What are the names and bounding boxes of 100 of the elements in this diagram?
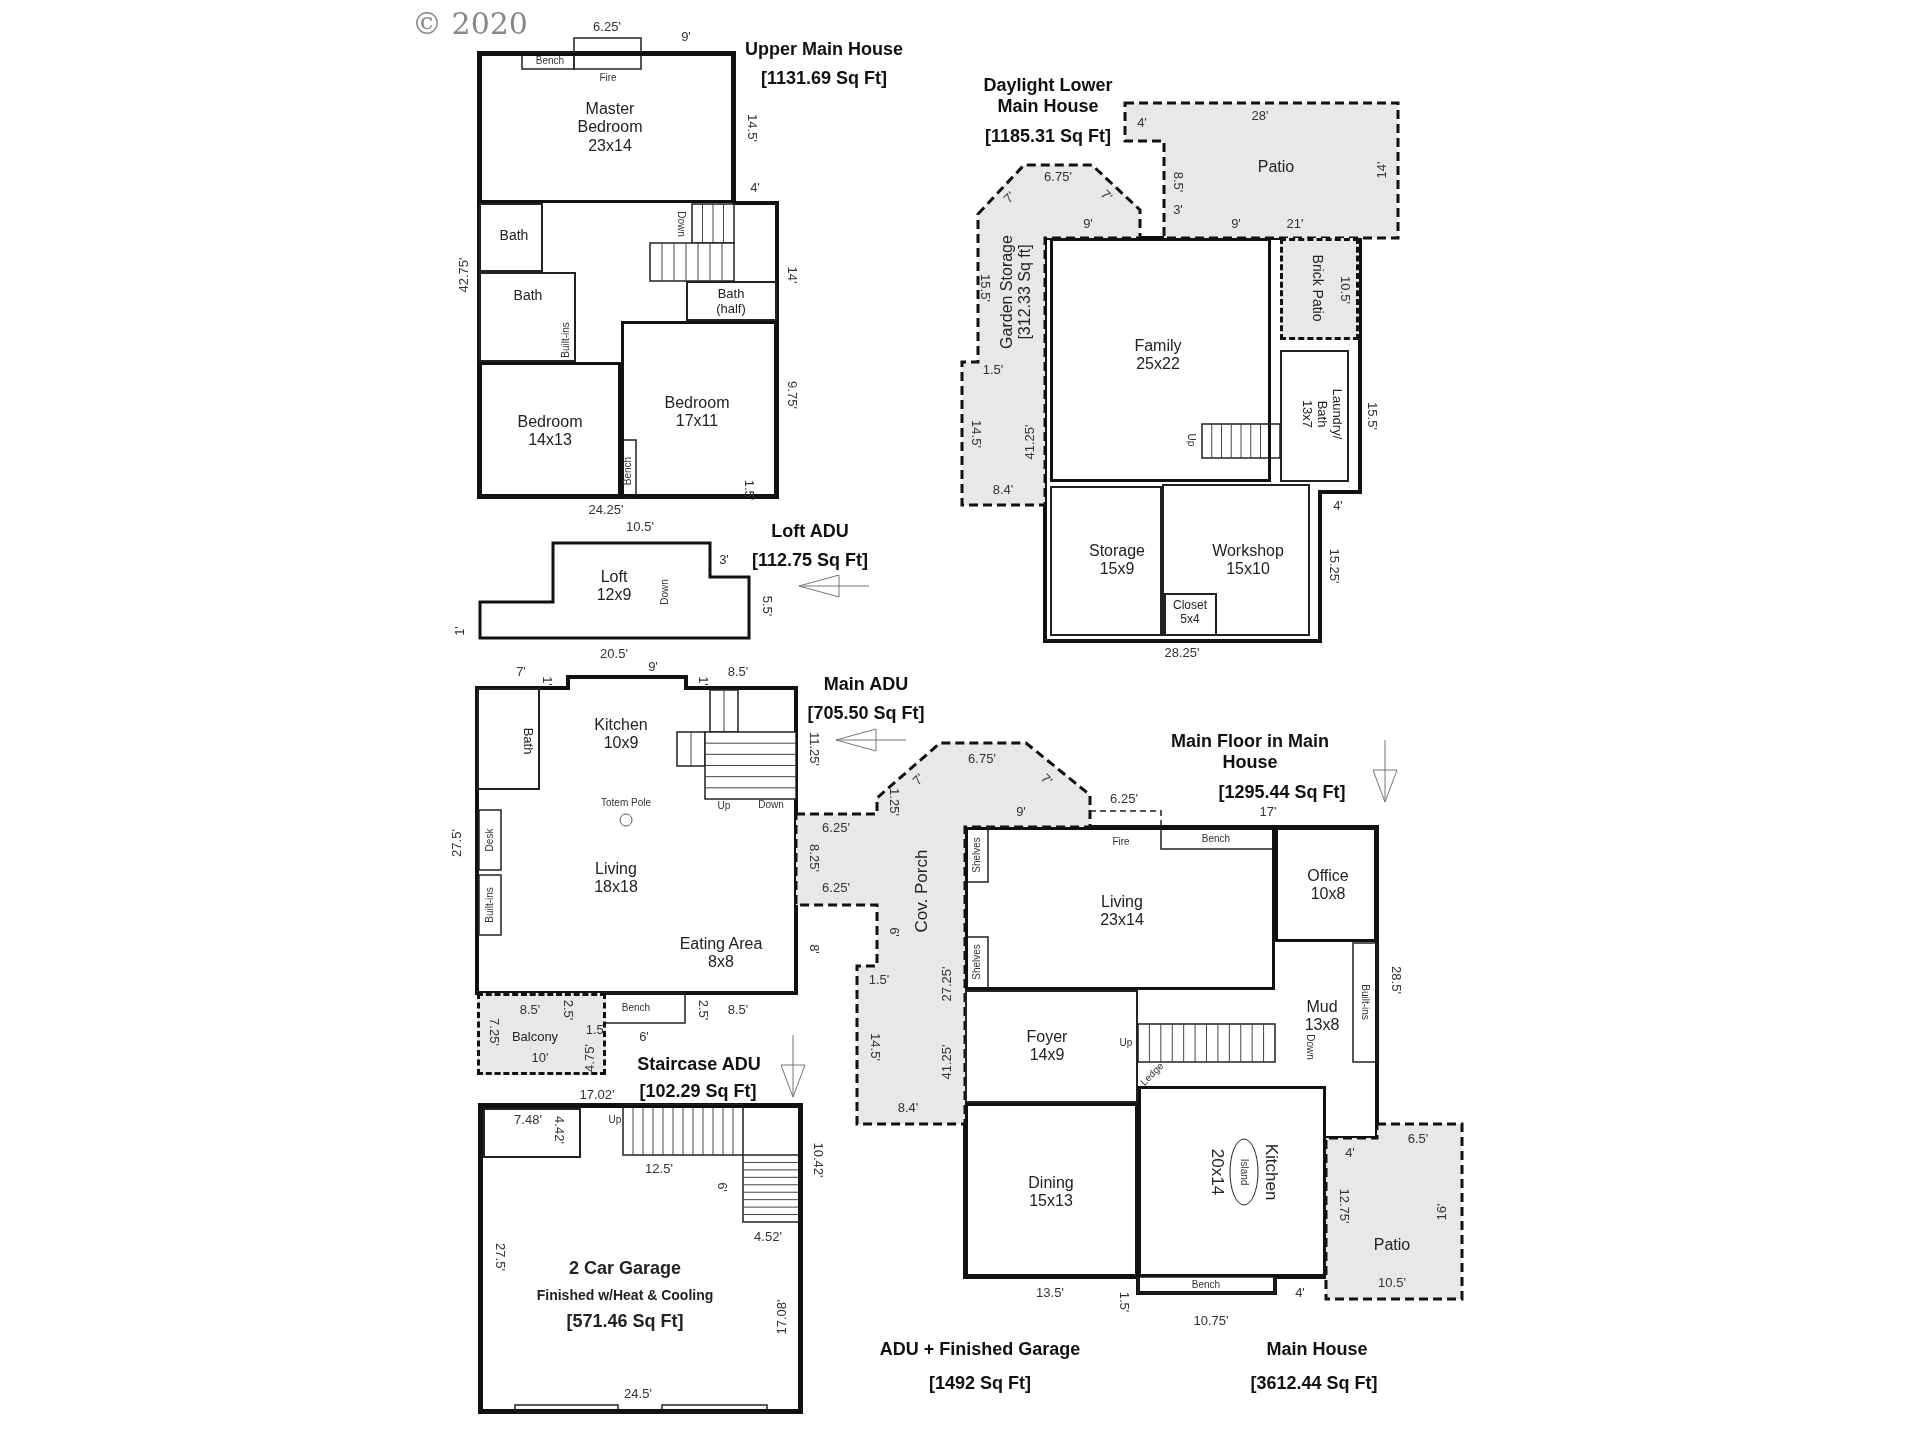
dimension-label: 10.5' — [1378, 1275, 1406, 1291]
room-label: Bedroom 14x13 — [516, 412, 584, 450]
dimension-label: 2.5' — [695, 999, 711, 1021]
dimension-label: 6.75' — [968, 751, 996, 767]
floor-heading: Upper Main House — [745, 38, 903, 60]
room — [479, 203, 543, 272]
dimension-label: 41.25' — [939, 1044, 955, 1080]
dimension-label: 7' — [1097, 187, 1115, 205]
dimension-label: 7.48' — [514, 1112, 542, 1128]
outdoor-area — [1125, 103, 1398, 238]
fixture-label: Bench — [1191, 1279, 1221, 1291]
dimension-label: 9' — [1016, 804, 1026, 820]
floor-heading: ADU + Finished Garage — [879, 1338, 1081, 1360]
room — [965, 827, 1275, 990]
room — [477, 688, 540, 790]
room-label: Bath — [499, 226, 529, 244]
dimension-label: 6' — [639, 1029, 649, 1045]
outdoor-area — [1326, 1124, 1462, 1299]
fixture-label: Fire — [599, 72, 617, 84]
dimension-label: 8.4' — [897, 1100, 919, 1116]
room-label: Finished w/Heat & Cooling — [536, 1286, 714, 1304]
room — [1275, 827, 1377, 942]
dimension-label: 6.25' — [822, 820, 850, 836]
dimension-label: 10' — [531, 1050, 549, 1066]
dimension-label: 15.5' — [1364, 402, 1380, 430]
dimension-label: 7' — [910, 771, 928, 789]
dimension-label: 3' — [719, 552, 729, 568]
dimension-label: 10.5' — [1337, 276, 1353, 304]
dimension-label: 7' — [1001, 189, 1019, 207]
room — [483, 1108, 581, 1158]
dimension-label: 2.5' — [560, 999, 576, 1021]
dimension-label: 6.25' — [822, 880, 850, 896]
floor-heading: Loft ADU — [771, 520, 849, 542]
dimension-label: 8.4' — [992, 482, 1014, 498]
dimension-label: 1.25' — [886, 788, 902, 816]
dimension-label: 14.5' — [744, 114, 760, 142]
dimension-label: 7.25' — [486, 1018, 502, 1046]
dimension-label: 4' — [1137, 115, 1147, 131]
dimension-label: 8.5' — [727, 664, 749, 680]
dimension-label: 11.25' — [806, 731, 822, 767]
dimension-label: 9' — [1083, 216, 1093, 232]
room — [479, 272, 576, 362]
room-label: Bath — [513, 286, 543, 304]
dimension-label: 1.5' — [982, 362, 1004, 378]
dimension-label: 8.5' — [519, 1002, 541, 1018]
room-label: Mud 13x8 — [1303, 997, 1341, 1035]
fixture-label: Totem Pole — [601, 797, 651, 809]
dimension-label: 4' — [1295, 1285, 1305, 1301]
dimension-label: 3' — [1173, 202, 1183, 218]
dimension-label: 4' — [1345, 1145, 1355, 1161]
dimension-label: 14.5' — [968, 420, 984, 448]
dimension-label: 15.5' — [977, 274, 993, 302]
dimension-label: 24.5' — [624, 1386, 652, 1402]
room-label: Living 23x14 — [1099, 892, 1145, 930]
dimension-label: 16' — [1434, 1203, 1450, 1221]
room-label: Eating Area 8x8 — [678, 934, 764, 972]
fixture-label: Bench — [535, 55, 565, 67]
room — [686, 281, 777, 321]
room-label: Patio — [1373, 1235, 1411, 1255]
dimension-label: 9.75' — [784, 381, 800, 409]
room-label: Balcony — [511, 1029, 559, 1045]
dimension-label: 7' — [1037, 771, 1055, 789]
room-label: Closet 5x4 — [1172, 599, 1208, 627]
floor-heading: [1492 Sq Ft] — [929, 1372, 1031, 1394]
dimension-label: 8.5' — [727, 1002, 749, 1018]
dimension-label: 4.52' — [754, 1229, 782, 1245]
room-label: Dining 15x13 — [1027, 1173, 1075, 1211]
fixture-label: Bench — [621, 1002, 651, 1014]
dimension-label: 13.5' — [1036, 1285, 1064, 1301]
fixture-label: Bench — [622, 456, 634, 486]
room-label: Laundry/ Bath 13x7 — [1299, 387, 1345, 441]
floor-heading: [705.50 Sq Ft] — [807, 702, 925, 724]
room — [1164, 593, 1217, 636]
dimension-label: 9' — [681, 29, 691, 45]
dimension-label: 17' — [1259, 804, 1277, 820]
room-label: Loft 12x9 — [595, 567, 633, 605]
room-label: Storage 15x9 — [1087, 541, 1146, 579]
room-label: [571.46 Sq Ft] — [566, 1311, 684, 1332]
dimension-label: 12.75' — [1336, 1188, 1352, 1224]
room-label: Bath (half) — [715, 287, 747, 317]
dimension-label: 7' — [516, 664, 526, 680]
fixture-label: Fire — [1112, 836, 1130, 848]
floor-heading: [1185.31 Sq Ft] — [984, 125, 1112, 147]
floor-heading: [3612.44 Sq Ft] — [1250, 1372, 1378, 1394]
room-label: Brick Patio — [1309, 254, 1327, 322]
dimension-label: 27.25' — [939, 966, 955, 1002]
fixture-label: Up — [1185, 433, 1197, 447]
room-label: Kitchen 10x9 — [593, 715, 649, 753]
room — [1280, 350, 1349, 482]
fixture-label: Down — [659, 579, 671, 605]
dimension-label: 6' — [886, 927, 902, 937]
room-label: 2 Car Garage — [568, 1258, 682, 1279]
room — [479, 53, 734, 203]
room — [965, 990, 1138, 1103]
room — [480, 543, 749, 638]
fixture-label: Bench — [1201, 833, 1231, 845]
room-label: Cov. Porch — [912, 849, 932, 933]
dimension-label: 42.75' — [456, 257, 472, 293]
room-label: Patio — [1257, 157, 1295, 177]
dimension-label: 20.5' — [600, 646, 628, 662]
